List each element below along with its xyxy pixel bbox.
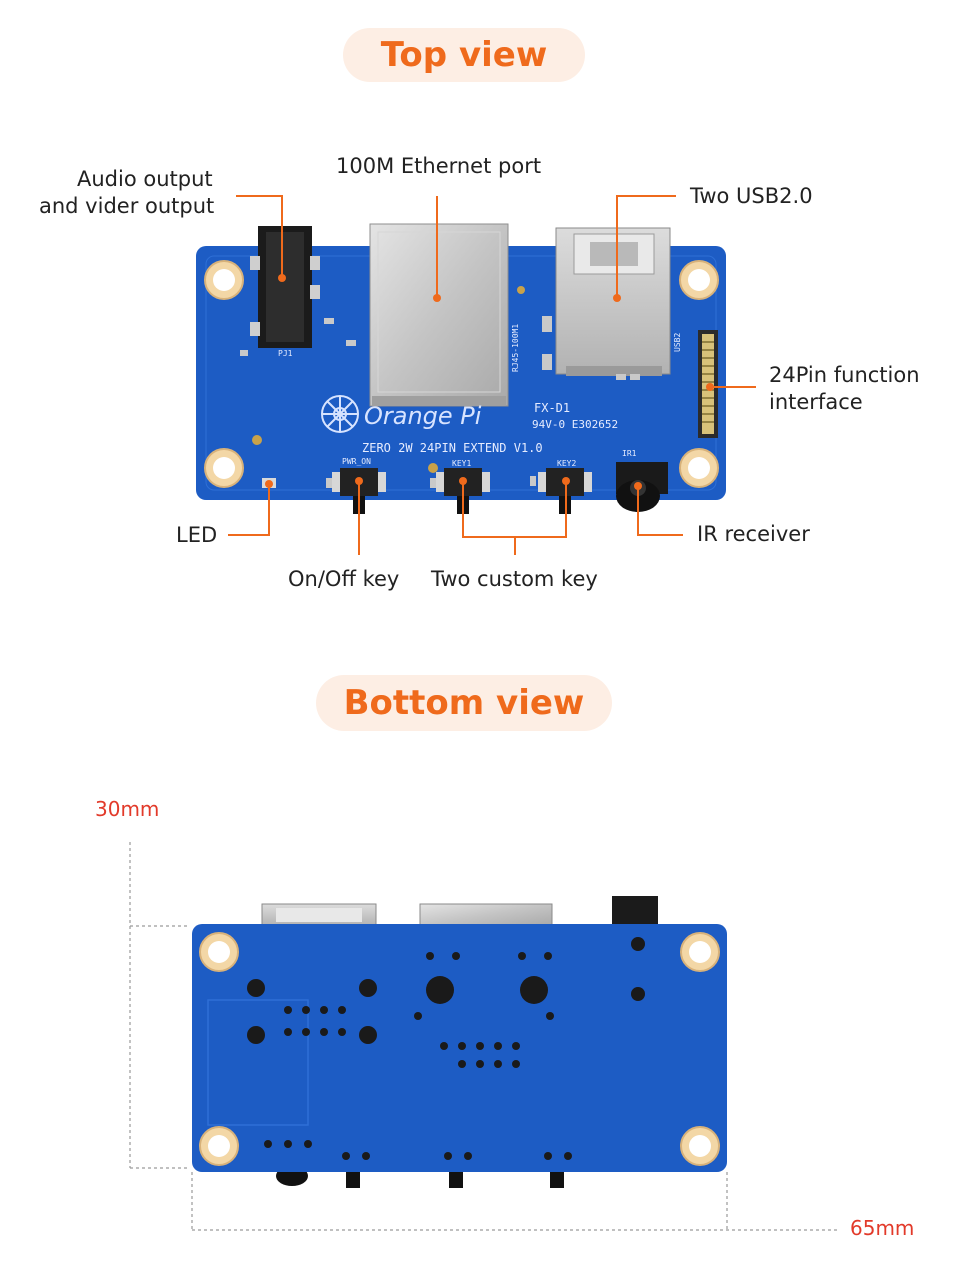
pj1-text: PJ1 (278, 349, 293, 358)
ir1-text: IR1 (622, 449, 637, 458)
ir-label: IR receiver (697, 522, 810, 546)
callout-dots (265, 274, 714, 490)
onoff-label: On/Off key (288, 567, 400, 591)
dimension-lines (129, 842, 838, 1231)
top-view-title: Top view (343, 28, 585, 82)
audio-label-line1: Audio output (77, 167, 213, 191)
key1-text: KEY1 (452, 459, 471, 468)
cert-text: 94V-0 E302652 (532, 418, 618, 431)
orange-pi-logo (321, 395, 359, 433)
pwr-on-text: PWR_ON (342, 457, 371, 466)
custom-key-1 (436, 468, 490, 514)
fx-text: FX-D1 (534, 401, 570, 415)
usb-label: Two USB2.0 (690, 184, 813, 208)
ethernet-port (369, 223, 509, 407)
pin-label-line1: 24Pin function (769, 363, 920, 387)
pin-label-line2: interface (769, 390, 863, 414)
led-label: LED (176, 523, 218, 547)
audio-jack (250, 226, 320, 348)
logo-text: Orange Pi (364, 402, 482, 430)
smd-components (240, 316, 640, 488)
solder-joints (247, 937, 645, 1160)
via (252, 286, 525, 473)
usb-port (555, 227, 671, 376)
bottom-view-title: Bottom view (316, 675, 612, 731)
key2-text: KEY2 (557, 459, 576, 468)
usb-ref-text: USB2 (673, 333, 682, 352)
callout-lines (228, 195, 756, 555)
rj45-text: RJ45-100M1 (511, 324, 520, 372)
ir-receiver (616, 462, 668, 512)
height-dimension: 30mm (95, 797, 160, 821)
width-dimension: 65mm (850, 1216, 915, 1240)
custom-keys-label: Two custom key (431, 567, 598, 591)
ethernet-label: 100M Ethernet port (336, 154, 542, 178)
audio-label-line2: and vider output (39, 194, 215, 218)
model-text: ZERO 2W 24PIN EXTEND V1.0 (362, 441, 543, 455)
